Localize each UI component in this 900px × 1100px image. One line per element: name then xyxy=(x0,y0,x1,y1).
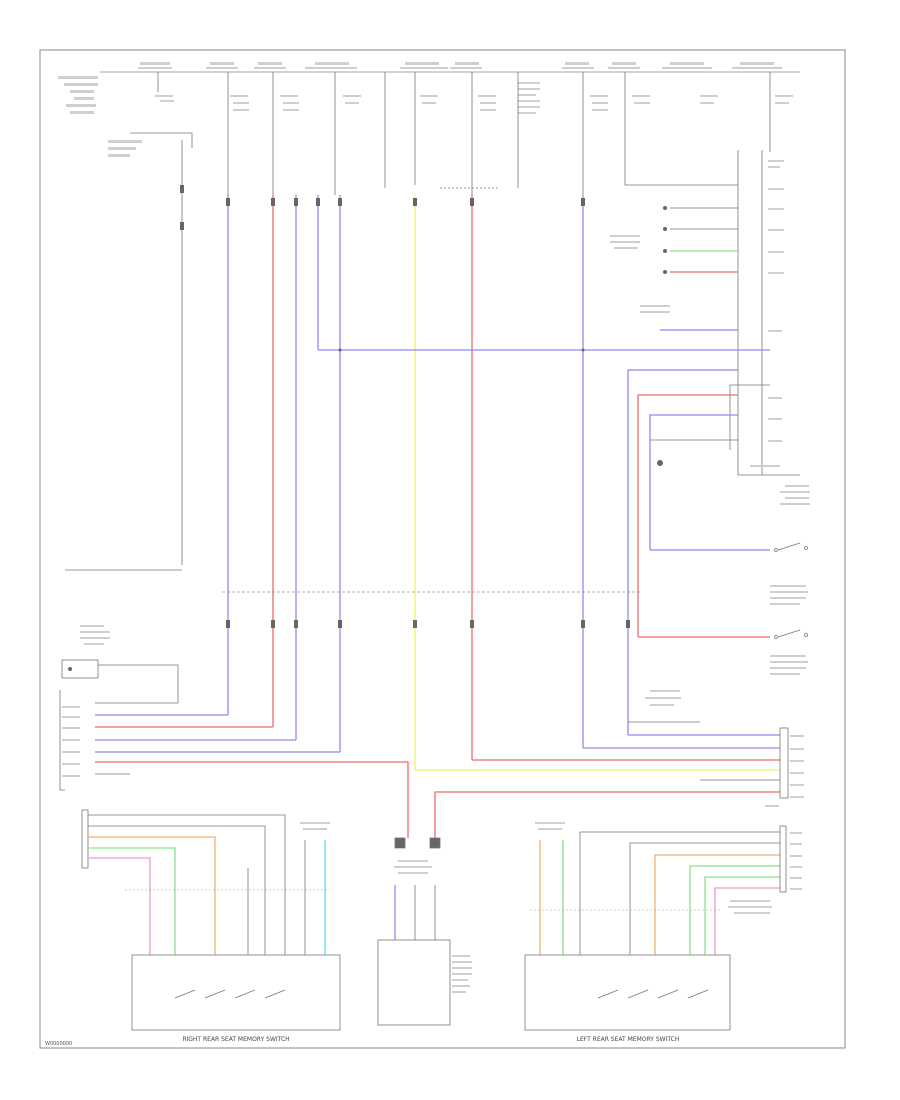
right-seat-connector xyxy=(59,625,179,791)
right-seat-switch-wires xyxy=(81,809,330,955)
diagram-frame xyxy=(39,49,846,1049)
left-seat-switch-wires xyxy=(530,825,787,955)
right-seat-memory-switch-box xyxy=(131,954,341,1031)
fuse-labels xyxy=(58,62,793,157)
right-seat-memory-switch-label: RIGHT REAR SEAT MEMORY SWITCH xyxy=(182,1036,289,1043)
right-seat-switch-contacts xyxy=(174,989,286,999)
right-labels xyxy=(610,160,810,807)
wire-bundle-vertical xyxy=(227,195,770,770)
left-seat-memory-switch-label: LEFT REAR SEAT MEMORY SWITCH xyxy=(577,1036,680,1043)
left-seat-memory-switch-box xyxy=(524,954,731,1031)
center-labels xyxy=(394,860,472,993)
switch-symbols xyxy=(774,542,808,639)
fuse-drops xyxy=(65,72,800,571)
right-seat-wires xyxy=(95,702,409,838)
figure-code: W0000000 xyxy=(45,1041,72,1047)
left-seat-switch-labels xyxy=(300,822,802,914)
left-seat-switch-contacts xyxy=(597,989,709,999)
connector-pins xyxy=(180,185,667,628)
center-component xyxy=(377,837,451,1026)
left-seat-upper-wires xyxy=(415,721,789,838)
